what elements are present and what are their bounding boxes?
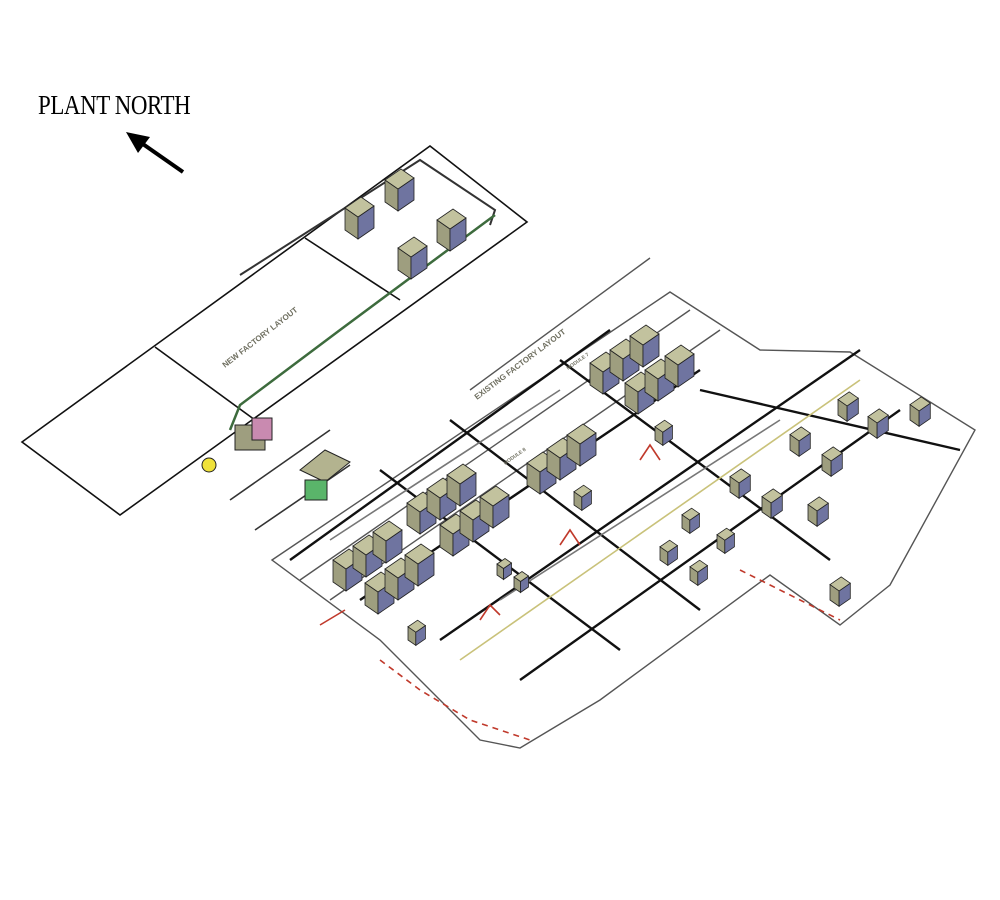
equipment-unit — [446, 463, 477, 507]
module-label: MODULE 8 — [503, 447, 528, 467]
equipment-unit — [407, 619, 427, 647]
equipment-unit — [344, 196, 375, 240]
utility-skid — [201, 417, 351, 501]
equipment-unit — [654, 419, 674, 447]
equipment-unit — [573, 484, 593, 512]
equipment-unit — [821, 446, 844, 478]
equipment-unit — [404, 543, 435, 587]
equipment-unit — [837, 391, 860, 423]
equipment-unit — [807, 496, 830, 528]
equipment-unit — [566, 423, 597, 467]
equipment-unit — [664, 344, 695, 388]
equipment-unit — [629, 324, 660, 368]
new-factory-label: NEW FACTORY LAYOUT — [221, 305, 300, 369]
equipment-unit — [436, 208, 467, 252]
equipment-unit — [513, 571, 530, 594]
main-pipe-runs — [289, 329, 961, 681]
equipment-unit — [909, 396, 932, 428]
equipment-unit — [729, 468, 752, 500]
equipment-unit — [867, 408, 890, 440]
equipment-unit — [829, 576, 852, 608]
north-arrow-icon — [126, 132, 185, 174]
equipment-group — [332, 168, 932, 647]
equipment-unit — [659, 539, 679, 567]
secondary-pipe-runs — [319, 379, 861, 741]
equipment-unit — [789, 426, 812, 458]
equipment-unit — [397, 236, 428, 280]
equipment-unit — [496, 558, 513, 581]
equipment-unit — [479, 485, 510, 529]
plant-north-label: PLANT NORTH — [38, 90, 191, 120]
equipment-unit — [372, 520, 403, 564]
new-factory-area — [20, 144, 529, 531]
equipment-unit — [716, 527, 736, 555]
existing-factory-area — [270, 257, 976, 749]
equipment-unit — [761, 488, 784, 520]
module-label: MODULE 7 — [566, 352, 591, 372]
equipment-unit — [384, 168, 415, 212]
existing-factory-label: EXISTING FACTORY LAYOUT — [473, 327, 568, 401]
equipment-unit — [681, 507, 701, 535]
equipment-unit — [689, 559, 709, 587]
